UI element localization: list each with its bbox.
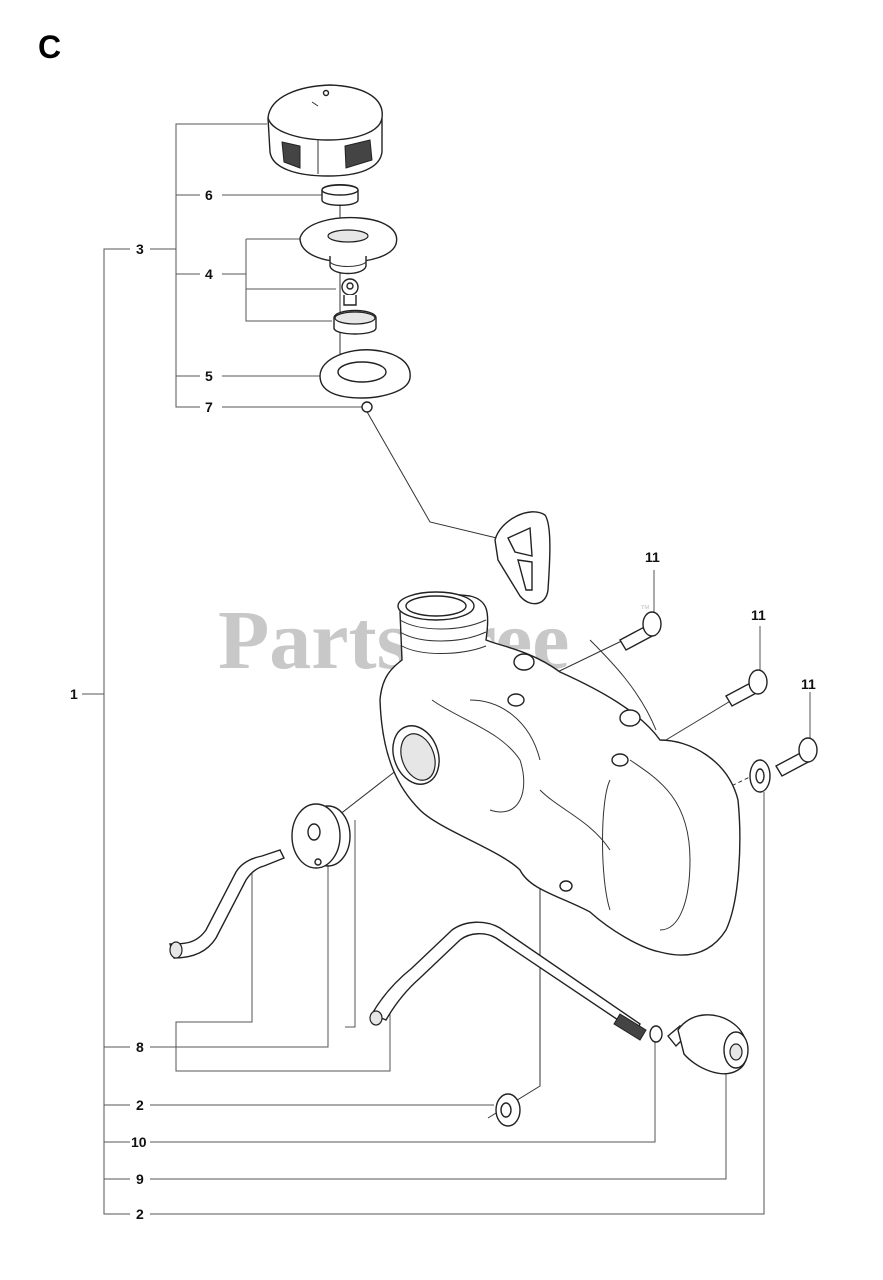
callout-4: 4 xyxy=(205,266,213,282)
cap-insert xyxy=(321,184,359,206)
section-letter: C xyxy=(38,29,61,65)
grommet xyxy=(291,803,351,869)
fuel-tank xyxy=(379,591,741,956)
cap-seal-assembly xyxy=(299,216,398,335)
callout-8: 8 xyxy=(136,1039,144,1055)
watermark-tm: ™ xyxy=(640,604,650,615)
retainer-strap xyxy=(361,401,551,605)
callout-6: 6 xyxy=(205,187,213,203)
gasket-ring xyxy=(319,349,411,399)
fuel-hose xyxy=(169,849,647,1041)
callout-11-right: 11 xyxy=(801,676,816,692)
hose-clamp xyxy=(649,1025,663,1043)
callout-2-lower: 2 xyxy=(136,1097,144,1113)
callout-1: 1 xyxy=(70,686,78,702)
bolt xyxy=(619,611,818,777)
callout-10: 10 xyxy=(131,1134,147,1150)
callout-11-middle: 11 xyxy=(751,607,766,623)
callout-11-top: 11 xyxy=(645,549,660,565)
fuel-filter xyxy=(667,1014,749,1075)
callout-3: 3 xyxy=(136,241,144,257)
callout-9: 9 xyxy=(136,1171,144,1187)
callout-7: 7 xyxy=(205,399,213,415)
callout-5: 5 xyxy=(205,368,213,384)
callout-2-bottom: 2 xyxy=(136,1206,144,1222)
washer xyxy=(495,759,771,1127)
leader-lines xyxy=(82,123,811,1215)
fuel-cap xyxy=(267,84,383,177)
